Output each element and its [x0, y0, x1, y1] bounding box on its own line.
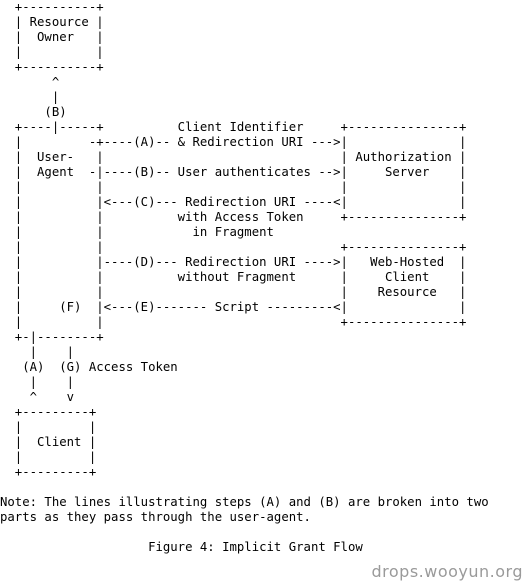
diagram-line: | Owner |: [0, 30, 104, 44]
diagram-line: | Client |: [0, 435, 97, 449]
diagram-line: | -+----(A)-- & Redirection URI --->| |: [0, 135, 467, 149]
diagram-line: +----------+: [0, 60, 104, 74]
diagram-line: | |: [0, 450, 97, 464]
diagram-line: | Resource |: [0, 15, 104, 29]
diagram-line: +---------+: [0, 465, 97, 479]
diagram-line: | |: [0, 420, 97, 434]
diagram-line: +----|-----+ Client Identifier +--------…: [0, 120, 467, 134]
diagram-line: | | +---------------+: [0, 315, 467, 329]
diagram-line: | | | |: [0, 180, 467, 194]
diagram-line: | | in Fragment: [0, 225, 274, 239]
diagram-line: | |: [0, 45, 104, 59]
diagram-line: +----------+: [0, 0, 104, 14]
diagram-line: | |: [0, 375, 75, 389]
diagram-line: |: [0, 90, 60, 104]
implicit-grant-flow-diagram: +----------+ | Resource | | Owner | | | …: [0, 0, 489, 554]
diagram-line: | | without Fragment | Client |: [0, 270, 467, 284]
diagram-line: | User- | | Authorization |: [0, 150, 467, 164]
watermark: drops.wooyun.org: [371, 562, 523, 581]
diagram-line: Figure 4: Implicit Grant Flow: [0, 540, 363, 554]
diagram-line: | | | Resource |: [0, 285, 467, 299]
diagram-line: Note: The lines illustrating steps (A) a…: [0, 495, 489, 509]
diagram-line: | (F) |<---(E)------- Script ---------<|…: [0, 300, 467, 314]
diagram-line: | |----(D)--- Redirection URI ---->| Web…: [0, 255, 467, 269]
diagram-line: ^ v: [0, 390, 75, 404]
diagram-line: | |: [0, 345, 75, 359]
diagram-line: (A) (G) Access Token: [0, 360, 178, 374]
diagram-line: ^: [0, 75, 60, 89]
diagram-line: +---------+: [0, 405, 97, 419]
diagram-line: | Agent -|----(B)-- User authenticates -…: [0, 165, 467, 179]
diagram-line: +-|--------+: [0, 330, 104, 344]
diagram-line: | |<---(C)--- Redirection URI ----<| |: [0, 195, 467, 209]
diagram-line: parts as they pass through the user-agen…: [0, 510, 311, 524]
diagram-line: (B): [0, 105, 67, 119]
diagram-line: | | +---------------+: [0, 240, 467, 254]
diagram-line: | | with Access Token +---------------+: [0, 210, 467, 224]
